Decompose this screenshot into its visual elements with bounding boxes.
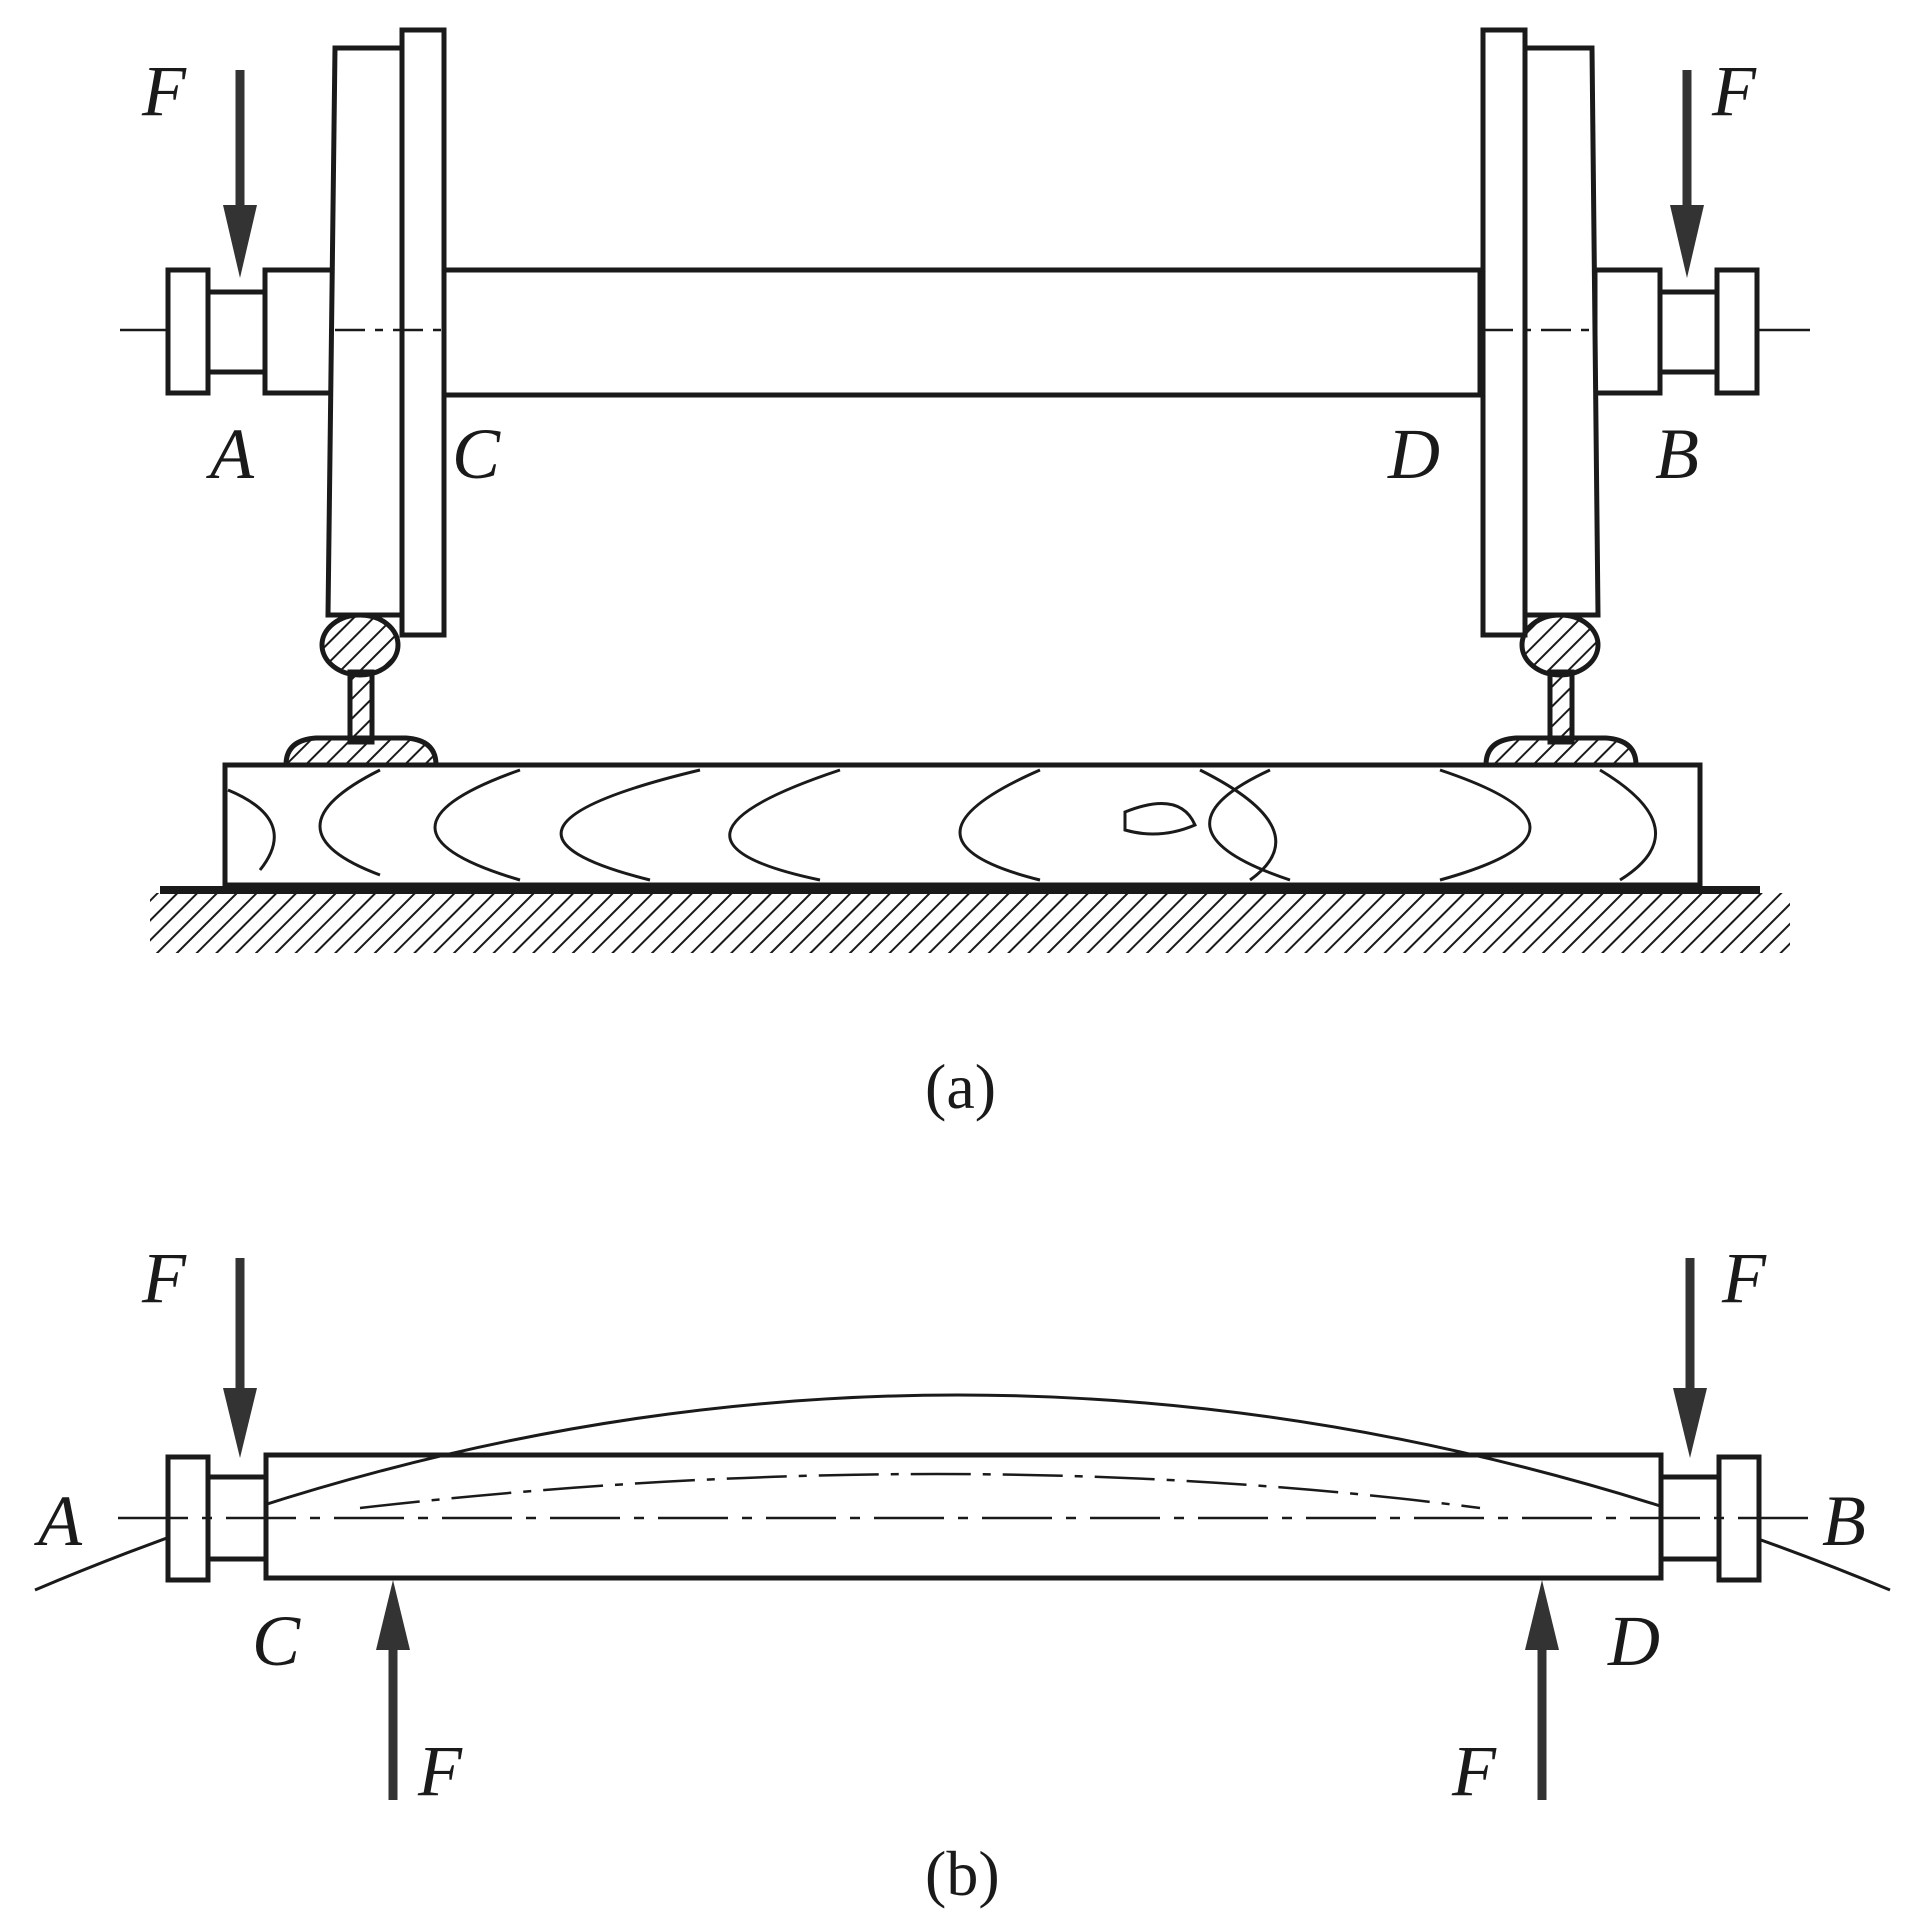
label-point-d-b: D	[1607, 1601, 1660, 1681]
axle-body	[437, 267, 1483, 398]
label-force-bottom-left-b: F	[417, 1731, 463, 1811]
force-arrow-top-left-b	[223, 1258, 257, 1458]
label-force-right-a: F	[1711, 51, 1757, 131]
label-force-left-a: F	[141, 51, 187, 131]
right-wheel	[1480, 27, 1601, 638]
force-arrow-bottom-right-b	[1525, 1580, 1559, 1800]
force-arrow-top-right-b	[1673, 1258, 1707, 1458]
left-rail	[283, 612, 439, 768]
label-point-b-a: B	[1655, 414, 1699, 494]
label-point-c-a: C	[452, 414, 501, 494]
label-point-b-b: B	[1822, 1481, 1866, 1561]
force-arrow-left-a	[223, 70, 257, 278]
label-force-top-left-b: F	[141, 1238, 187, 1318]
right-journal	[1592, 267, 1760, 396]
left-journal	[165, 267, 338, 396]
caption-b: (b)	[925, 1838, 1000, 1909]
label-force-bottom-right-b: F	[1451, 1731, 1497, 1811]
label-point-a-b: A	[34, 1481, 83, 1561]
ground-a	[150, 886, 1790, 953]
label-point-c-b: C	[252, 1601, 301, 1681]
wooden-sleeper	[222, 762, 1703, 888]
figure-a	[120, 27, 1810, 953]
label-point-d-a: D	[1387, 414, 1440, 494]
caption-a: (a)	[925, 1051, 996, 1122]
figure-b	[34, 1258, 1891, 1800]
left-wheel	[325, 27, 447, 638]
deflection-curve	[34, 1393, 1891, 1592]
force-arrow-right-a	[1670, 70, 1704, 278]
label-point-a-a: A	[206, 414, 255, 494]
force-arrow-bottom-left-b	[376, 1580, 410, 1800]
right-rail	[1483, 612, 1639, 768]
deflected-axis-dashdot	[359, 1472, 1481, 1510]
label-force-top-right-b: F	[1721, 1238, 1767, 1318]
